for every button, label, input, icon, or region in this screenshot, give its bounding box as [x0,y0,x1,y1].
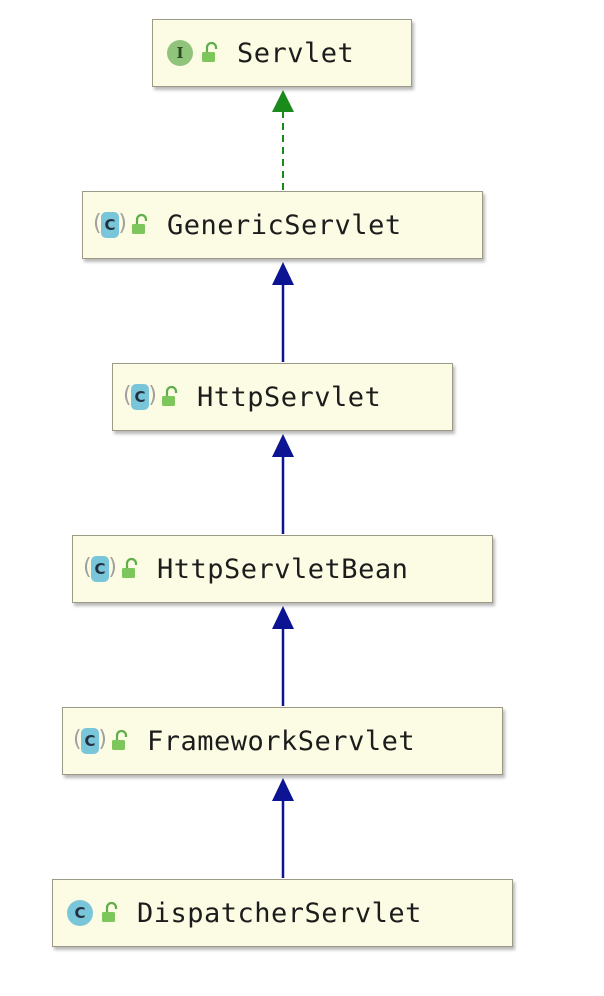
abstract-class-icon: ( C ) [93,211,127,238]
class-node-httpservlet[interactable]: ( C ) HttpServlet [112,363,453,431]
unlocked-padlock-icon [102,901,118,922]
class-name: HttpServlet [197,381,382,413]
class-name: FrameworkServlet [147,725,416,757]
extends-arrowhead [272,434,294,457]
unlocked-padlock-icon [202,41,218,62]
class-node-dispatcherservlet[interactable]: C DispatcherServlet [52,879,513,947]
class-name: Servlet [237,37,355,69]
extends-arrowhead [272,606,294,629]
abstract-class-icon: ( C ) [73,727,107,754]
unlocked-padlock-icon [122,557,138,578]
class-name: GenericServlet [167,209,402,241]
class-node-servlet[interactable]: I Servlet [152,19,412,87]
class-name: DispatcherServlet [137,897,422,929]
unlocked-padlock-icon [162,385,178,406]
abstract-class-icon: ( C ) [83,555,117,582]
unlocked-padlock-icon [112,729,128,750]
abstract-class-icon: ( C ) [123,383,157,410]
class-node-frameworkservlet[interactable]: ( C ) FrameworkServlet [62,707,503,775]
extends-arrowhead [272,262,294,285]
class-name: HttpServletBean [157,553,409,585]
unlocked-padlock-icon [132,213,148,234]
interface-icon: I [163,36,197,70]
implements-arrowhead [272,90,294,112]
extends-arrowhead [272,778,294,801]
class-node-httpservletbean[interactable]: ( C ) HttpServletBean [72,535,493,603]
class-icon: C [63,896,97,930]
class-node-genericservlet[interactable]: ( C ) GenericServlet [82,191,483,259]
